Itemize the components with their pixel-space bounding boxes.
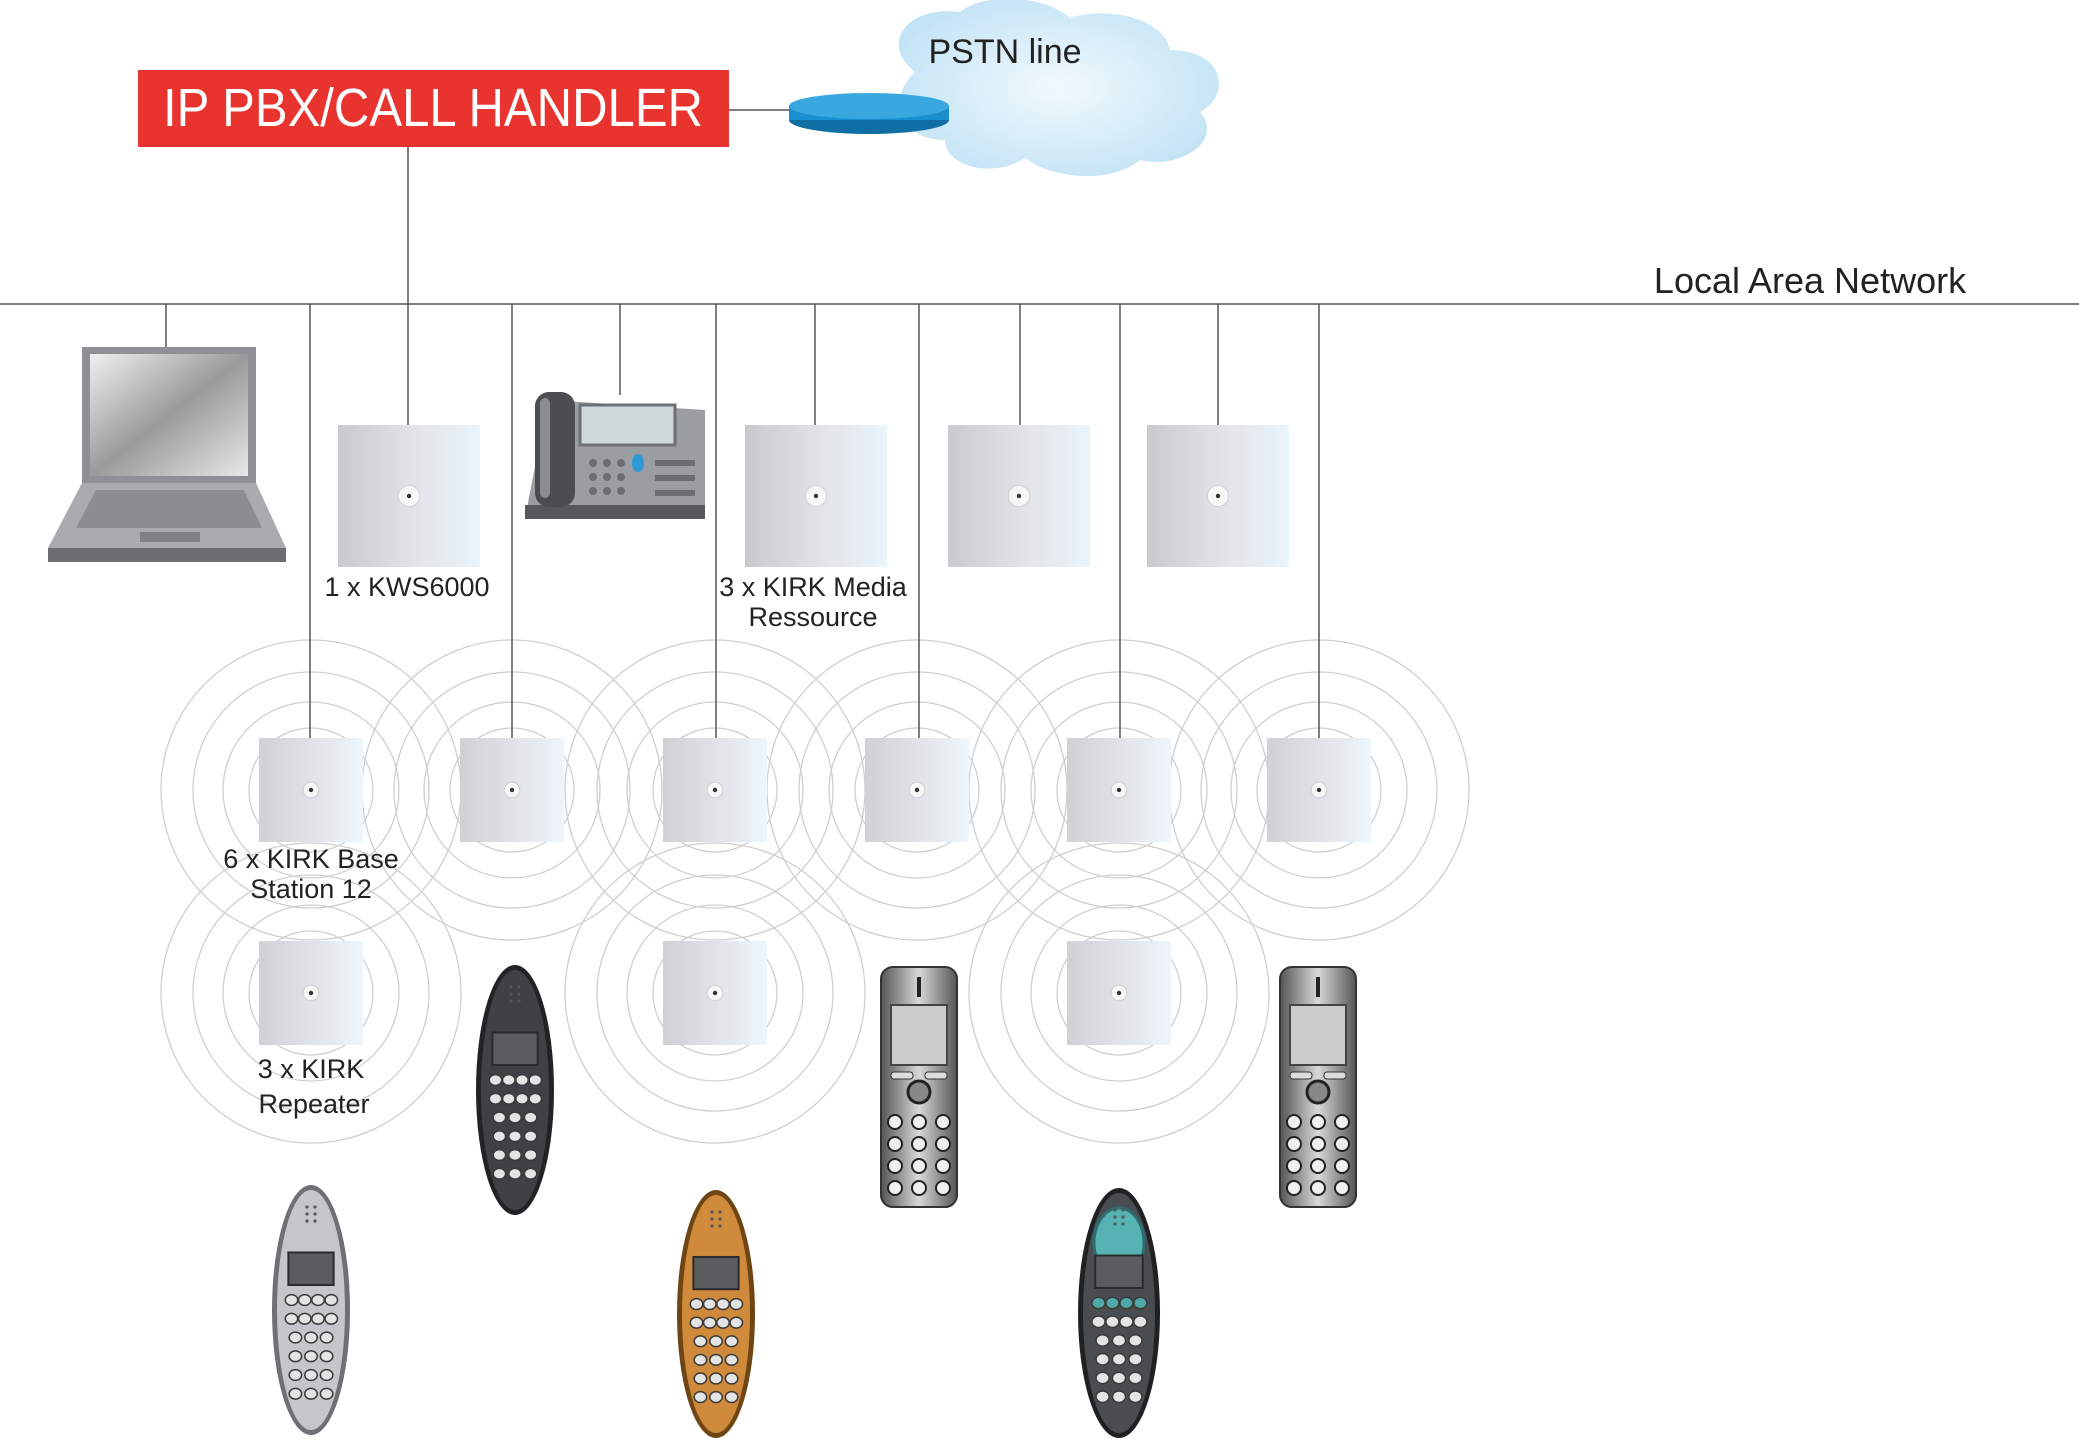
bar-handset-icon <box>880 966 958 1208</box>
kws6000-icon <box>338 425 480 567</box>
media-label-1: 3 x KIRK Media <box>719 572 908 602</box>
base-station-icon <box>1267 738 1371 842</box>
laptop-icon <box>48 347 286 562</box>
coverage-ring <box>968 842 1270 1144</box>
base-station-icon <box>259 738 363 842</box>
cloud-icon <box>898 0 1220 176</box>
coverage-ring <box>1000 874 1238 1112</box>
coverage-ring <box>160 842 462 1144</box>
silver-handset-icon <box>272 1185 350 1435</box>
ip-pbx-box: IP PBX/CALL HANDLER <box>138 70 729 147</box>
media-resource-icon <box>1147 425 1289 567</box>
handsets <box>272 965 1357 1438</box>
base-station-icon <box>1067 738 1171 842</box>
repeater-icon <box>663 941 767 1045</box>
coverage-ring <box>652 727 778 853</box>
coverage-ring <box>1056 930 1182 1056</box>
coverage-ring <box>596 671 834 909</box>
media-resource-icon <box>948 425 1090 567</box>
media-resource-icon <box>745 425 887 567</box>
coverage-ring <box>248 930 374 1056</box>
base-station-icon <box>663 738 767 842</box>
base-label-2: Station 12 <box>250 874 372 904</box>
repeater-icon <box>259 941 363 1045</box>
pbx-label: IP PBX/CALL HANDLER <box>163 78 703 138</box>
pstn-label: PSTN line <box>928 33 1081 71</box>
coverage-ring <box>652 930 778 1056</box>
repeater-label-2: Repeater <box>258 1089 369 1119</box>
device-tiles <box>259 425 1371 1045</box>
router-icon <box>789 93 949 134</box>
coverage-ring <box>596 874 834 1112</box>
coverage-ring <box>854 727 980 853</box>
coverage-ring <box>248 727 374 853</box>
orange-handset-icon <box>677 1190 755 1438</box>
ip-desk-phone-icon <box>525 392 705 519</box>
coverage-ring <box>828 701 1006 879</box>
coverage-ring <box>626 701 804 879</box>
coverage-ring <box>626 904 804 1082</box>
coverage-ring <box>1000 671 1238 909</box>
media-label-2: Ressource <box>748 602 877 632</box>
kws-label: 1 x KWS6000 <box>324 572 489 602</box>
coverage-ring <box>1056 727 1182 853</box>
repeater-label-1: 3 x KIRK <box>258 1054 365 1084</box>
repeater-icon <box>1067 941 1171 1045</box>
coverage-ring <box>222 904 400 1082</box>
network-wires <box>0 109 2079 738</box>
bar-handset-icon <box>1279 966 1357 1208</box>
base-station-icon <box>865 738 969 842</box>
lan-label: Local Area Network <box>1654 260 1967 301</box>
coverage-ring <box>192 671 430 909</box>
coverage-ring <box>1030 904 1208 1082</box>
base-station-icon <box>460 738 564 842</box>
base-label-1: 6 x KIRK Base <box>223 844 399 874</box>
coverage-ring <box>564 842 866 1144</box>
coverage-ring <box>192 874 430 1112</box>
coverage-ring <box>1030 701 1208 879</box>
dark-handset-icon <box>476 965 554 1215</box>
teal-handset-icon <box>1078 1188 1160 1438</box>
coverage-ring <box>798 671 1036 909</box>
coverage-ring <box>222 701 400 879</box>
